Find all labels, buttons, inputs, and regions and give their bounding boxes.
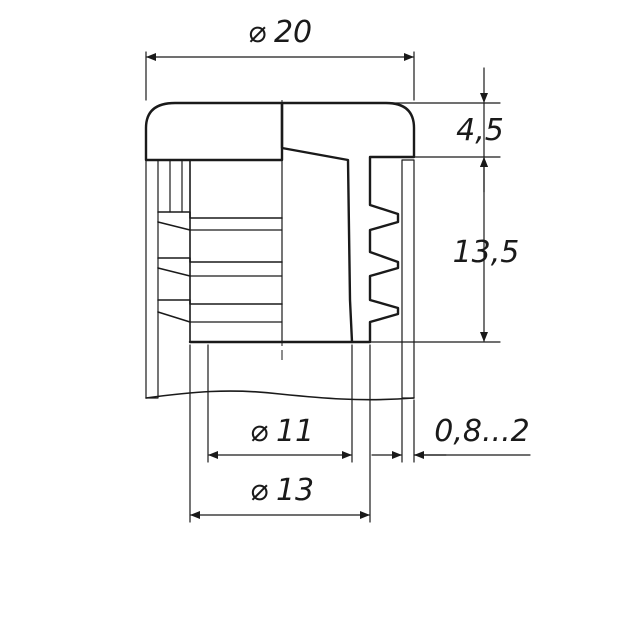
label-cap-height: 4,5 xyxy=(456,113,504,148)
tube-left-wall xyxy=(145,159,159,399)
cap-head-left xyxy=(144,101,284,162)
dimension-wall-thickness: 0,8...2 xyxy=(371,399,531,463)
rib-2 xyxy=(157,257,283,277)
tube-break-line xyxy=(145,390,415,401)
rib-3 xyxy=(157,299,283,323)
dimension-cap-height: 4,5 xyxy=(389,67,504,193)
svg-text:⌀20: ⌀20 xyxy=(248,15,312,50)
dimension-diameter-11: ⌀11 xyxy=(207,344,353,463)
label-wall-thickness: 0,8...2 xyxy=(434,414,529,449)
dimension-diameter-13: ⌀13 xyxy=(189,344,371,523)
rib-1 xyxy=(157,211,283,231)
stem-left-view xyxy=(157,159,354,344)
cap-section-crosshatch xyxy=(280,101,416,344)
tube-right-wall xyxy=(401,159,415,399)
svg-text:⌀11: ⌀11 xyxy=(250,414,314,449)
svg-text:⌀13: ⌀13 xyxy=(250,473,314,508)
upper-ribs-outline xyxy=(169,159,183,213)
label-rib-height: 13,5 xyxy=(453,235,520,270)
dimension-rib-height: 13,5 xyxy=(351,157,520,343)
dimension-outer-diameter: ⌀20 xyxy=(145,15,415,101)
